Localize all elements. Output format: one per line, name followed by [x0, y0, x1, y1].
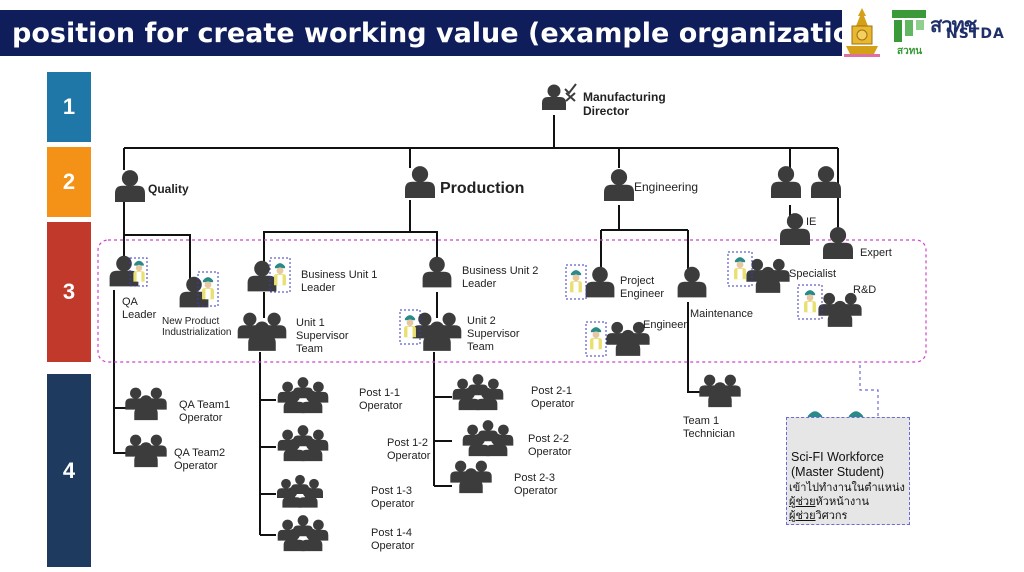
- scifi-title: Sci-FI Workforce (Master Student): [791, 450, 885, 479]
- level-2-band: 2: [47, 147, 91, 217]
- post-1-3-label: Post 1-3 Operator: [371, 485, 415, 510]
- director-label: Manufacturing Director: [583, 90, 666, 118]
- scifi-workforce-box: Sci-FI Workforce (Master Student) เข้าไป…: [786, 417, 910, 525]
- post-1-1-label: Post 1-1 Operator: [359, 387, 403, 412]
- team1-technician-group-icon: [699, 375, 740, 408]
- director-person-icon: [542, 84, 566, 110]
- maintenance-person-icon: [677, 266, 707, 298]
- post-2-3-label: Post 2-3 Operator: [514, 472, 558, 497]
- post-2-2-group-icon: [463, 420, 514, 456]
- scifi-desc-line1: เข้าไปทำงานในตำแหน่ง: [789, 482, 905, 494]
- production-person-icon: [405, 166, 435, 198]
- qa-team1-label: QA Team1 Operator: [179, 399, 231, 424]
- qa-team1-group-icon: [125, 388, 166, 421]
- expert-label: Expert: [860, 247, 892, 259]
- bu1-leader-person-icon: [247, 260, 277, 292]
- post-2-1-group-icon: [453, 374, 504, 410]
- qa-team2-group-icon: [125, 435, 166, 468]
- maintenance-label: Maintenance: [690, 308, 753, 320]
- nstda-thai-text: สวทช: [930, 13, 977, 37]
- team1-technician-label: Team 1 Technician: [683, 415, 735, 440]
- rnd-group-icon: [818, 293, 861, 327]
- bu2-leader-person-icon: [422, 256, 452, 288]
- qa-leader-label: QA Leader: [122, 296, 157, 321]
- quality-label: Quality: [148, 182, 189, 196]
- qa-leader-person-icon: [109, 255, 139, 287]
- post-2-2-label: Post 2-2 Operator: [528, 433, 572, 458]
- university-crest-icon: [844, 8, 880, 57]
- page-title: position for create working value (examp…: [12, 18, 986, 49]
- post-1-4-group-icon: [278, 515, 329, 551]
- nstda-logo-icon: [892, 10, 926, 42]
- production-label: Production: [440, 180, 525, 197]
- level-4-band: 4: [47, 374, 91, 567]
- cross-icon: [565, 92, 576, 102]
- quality-person-icon: [115, 170, 145, 202]
- specialist-group-icon: [746, 259, 789, 293]
- npi-label: New Product Industrialization: [162, 316, 232, 338]
- post-2-3-group-icon: [450, 461, 491, 494]
- post-1-4-label: Post 1-4 Operator: [371, 527, 415, 552]
- engineer-label: Engineer: [643, 319, 688, 331]
- scifi-worker-markers: [129, 251, 865, 443]
- level-3-scope-box: [97, 239, 927, 363]
- post-2-1-label: Post 2-1 Operator: [531, 385, 575, 410]
- specialist-group-person-icon: [771, 166, 801, 198]
- bu2-leader-label: Business Unit 2 Leader: [462, 265, 539, 290]
- unit1-supervisor-label: Unit 1 Supervisor Team: [296, 317, 349, 355]
- nstda-sub-text: สวทน: [897, 46, 923, 57]
- rnd-label: R&D: [853, 284, 877, 296]
- unit1-supervisor-group-icon: [238, 313, 287, 351]
- check-icon: [564, 83, 577, 95]
- engineering-label: Engineering: [634, 180, 699, 194]
- engineering-person-icon: [604, 169, 634, 201]
- scifi-desc-line3: ผู้ช่วยวิศวกร: [789, 510, 848, 522]
- level-3-band: 3: [47, 222, 91, 362]
- specialist-label: Specialist: [789, 268, 837, 280]
- specialist-group-person-icon-2: [811, 166, 841, 198]
- scifi-connector: [859, 365, 879, 417]
- bu1-leader-label: Business Unit 1 Leader: [301, 269, 378, 294]
- nstda-english-text: NSTDA: [946, 26, 1005, 42]
- expert-person-icon: [823, 227, 853, 259]
- project-engineer-person-icon: [585, 266, 615, 298]
- unit2-supervisor-label: Unit 2 Supervisor Team: [467, 315, 520, 353]
- level-1-band: 1: [47, 72, 91, 142]
- connector-lines: [113, 115, 839, 536]
- post-1-3-group-icon: [277, 475, 323, 508]
- scifi-desc-line2: ผู้ช่วยหัวหน้างาน: [789, 496, 869, 508]
- project-engineer-label: Project Engineer: [620, 275, 665, 300]
- title-bar: position for create working value (examp…: [0, 10, 986, 56]
- post-1-2-label: Post 1-2 Operator: [387, 437, 431, 462]
- ie-label: IE: [806, 216, 817, 228]
- qa-team2-label: QA Team2 Operator: [174, 447, 226, 472]
- post-1-1-group-icon: [278, 377, 329, 413]
- post-1-2-group-icon: [278, 425, 329, 461]
